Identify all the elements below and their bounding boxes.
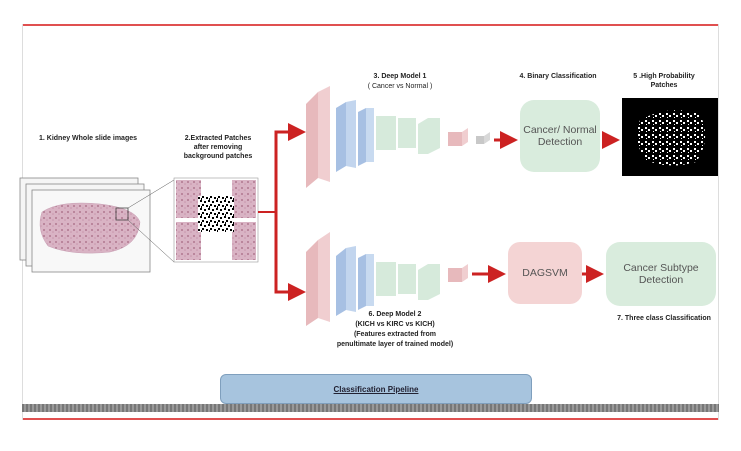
patch-grid [173, 177, 259, 263]
step6-subtitle-3: penultimate layer of trained model) [336, 341, 454, 348]
step7-label: 7. Three class Classification [617, 315, 711, 322]
bottom-grey-strip [22, 404, 719, 412]
cancer-subtype-detection-box: Cancer Subtype Detection [606, 242, 716, 306]
step2-label: 2.Extracted Patches after removing backg… [183, 135, 253, 160]
step3-title: 3. Deep Model 1 [373, 73, 427, 80]
deep-model-2 [306, 232, 468, 326]
frame-right-border [718, 24, 719, 420]
step1-label: 1. Kidney Whole slide images [38, 135, 138, 142]
step6-title: 6. Deep Model 2 [368, 311, 422, 318]
cancer-normal-detection-box: Cancer/ Normal Detection [520, 100, 600, 172]
step5-label: 5 .High Probability Patches [633, 73, 695, 89]
classification-pipeline-banner: Classification Pipeline [220, 374, 532, 404]
step6-subtitle-2: (Features extracted from [353, 331, 437, 338]
frame-bottom-border [22, 418, 719, 420]
deep-model-1 [306, 86, 490, 188]
frame-top-border [22, 24, 719, 26]
dagsvm-box: DAGSVM [508, 242, 582, 304]
step4-label: 4. Binary Classification [519, 73, 597, 80]
step3-subtitle: ( Cancer vs Normal ) [367, 83, 433, 90]
slide-stack [19, 177, 175, 273]
step6-subtitle-1: (KICH vs KIRC vs KICH) [355, 321, 435, 328]
